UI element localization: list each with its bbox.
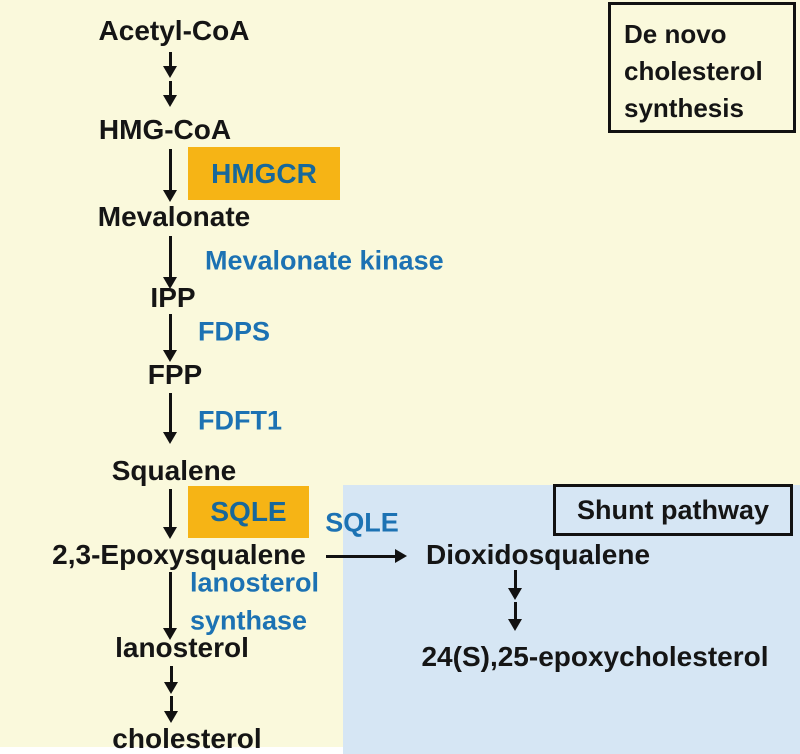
metabolite-hmg-coa: HMG-CoA [98,114,232,145]
metabolite-epoxycholesterol: 24(S),25-epoxycholesterol [421,641,769,672]
metabolite-fpp: FPP [147,359,203,390]
arrow-hmg-to-mevalonate [163,149,177,202]
enzyme-label-lanosterol-synthase-line2: synthase [190,605,308,636]
enzyme-box-hmgcr: HMGCR [188,147,340,200]
arrow-dioxidosqualene-to-epoxycholesterol-1 [508,570,522,600]
metabolite-mevalonate: Mevalonate [97,201,251,232]
arrow-epoxysqualene-to-lanosterol [163,572,177,640]
metabolite-squalene: Squalene [111,455,237,486]
enzyme-label-mevalonate-kinase: Mevalonate kinase [205,245,444,276]
shunt-pathway-title-box: Shunt pathway [553,484,793,536]
de-novo-title-line1: De novo [624,19,727,49]
shunt-pathway-title: Shunt pathway [576,494,769,525]
arrow-lanosterol-to-cholesterol-1 [164,666,178,694]
arrow-dioxidosqualene-to-epoxycholesterol-2 [508,602,522,631]
arrow-acetyl-to-hmg-2 [163,81,177,107]
enzyme-label-sqle-shunt: SQLE [325,507,399,538]
de-novo-title-line3: synthesis [624,93,744,123]
metabolite-dioxidosqualene: Dioxidosqualene [425,539,651,570]
arrow-ipp-to-fpp [163,314,177,362]
arrow-lanosterol-to-cholesterol-2 [164,696,178,723]
enzyme-box-sqle: SQLE [188,486,309,538]
enzyme-label-fdft1: FDFT1 [198,405,282,436]
enzyme-label-fdps: FDPS [198,316,271,347]
metabolite-cholesterol: cholesterol [112,723,262,754]
arrow-epoxysqualene-to-dioxidosqualene [326,549,407,563]
arrow-acetyl-to-hmg-1 [163,52,177,78]
enzyme-label-lanosterol-synthase-line1: lanosterol [190,567,320,598]
enzyme-label-sqle: SQLE [210,496,287,527]
arrow-mevalonate-to-ipp [163,236,177,289]
arrow-fpp-to-squalene [163,393,177,444]
metabolite-ipp: IPP [150,282,196,313]
de-novo-title-box: De novo cholesterol synthesis [608,2,796,133]
metabolite-lanosterol: lanosterol [115,632,249,663]
de-novo-title-line2: cholesterol [624,56,763,86]
metabolite-acetyl-coa: Acetyl-CoA [98,15,250,46]
metabolite-epoxysqualene: 2,3-Epoxysqualene [52,539,306,570]
arrow-squalene-to-epoxysqualene [163,489,177,539]
enzyme-label-hmgcr: HMGCR [211,157,317,189]
